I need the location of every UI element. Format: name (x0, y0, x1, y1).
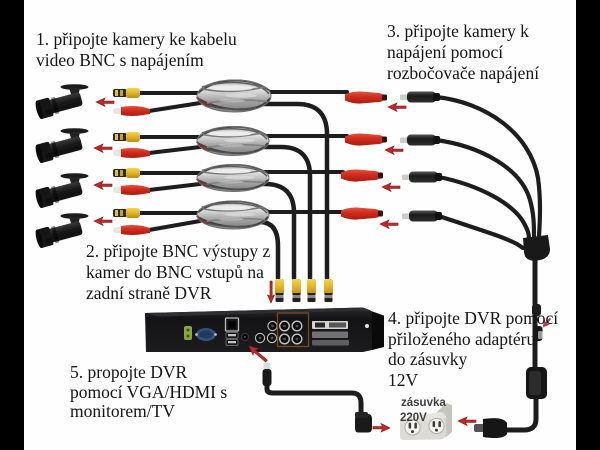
svg-text:zadní straně DVR: zadní straně DVR (86, 283, 212, 303)
svg-text:2. připojte BNC výstupy z: 2. připojte BNC výstupy z (86, 241, 270, 261)
svg-text:kamer do BNC vstupů na: kamer do BNC vstupů na (86, 262, 264, 282)
svg-text:přiloženého adaptéru: přiloženého adaptéru (388, 329, 535, 349)
svg-text:do zásuvky: do zásuvky (388, 349, 467, 369)
svg-text:rozbočovače napájení: rozbočovače napájení (387, 63, 539, 83)
svg-text:pomocí VGA/HDMI s: pomocí VGA/HDMI s (70, 382, 227, 402)
svg-text:video BNC s napájením: video BNC s napájením (36, 50, 204, 70)
svg-text:monitorem/TV: monitorem/TV (70, 401, 175, 421)
svg-text:zásuvka: zásuvka (401, 397, 446, 409)
svg-text:5. propojte DVR: 5. propojte DVR (70, 362, 187, 382)
svg-text:1. připojte kamery ke kabelu: 1. připojte kamery ke kabelu (36, 29, 237, 49)
svg-text:12V: 12V (388, 370, 419, 390)
svg-text:napájení pomocí: napájení pomocí (387, 42, 503, 62)
svg-text:4. připojte DVR pomocí: 4. připojte DVR pomocí (388, 308, 558, 328)
svg-text:3. připojte kamery k: 3. připojte kamery k (387, 21, 529, 41)
svg-text:220V: 220V (400, 412, 427, 424)
